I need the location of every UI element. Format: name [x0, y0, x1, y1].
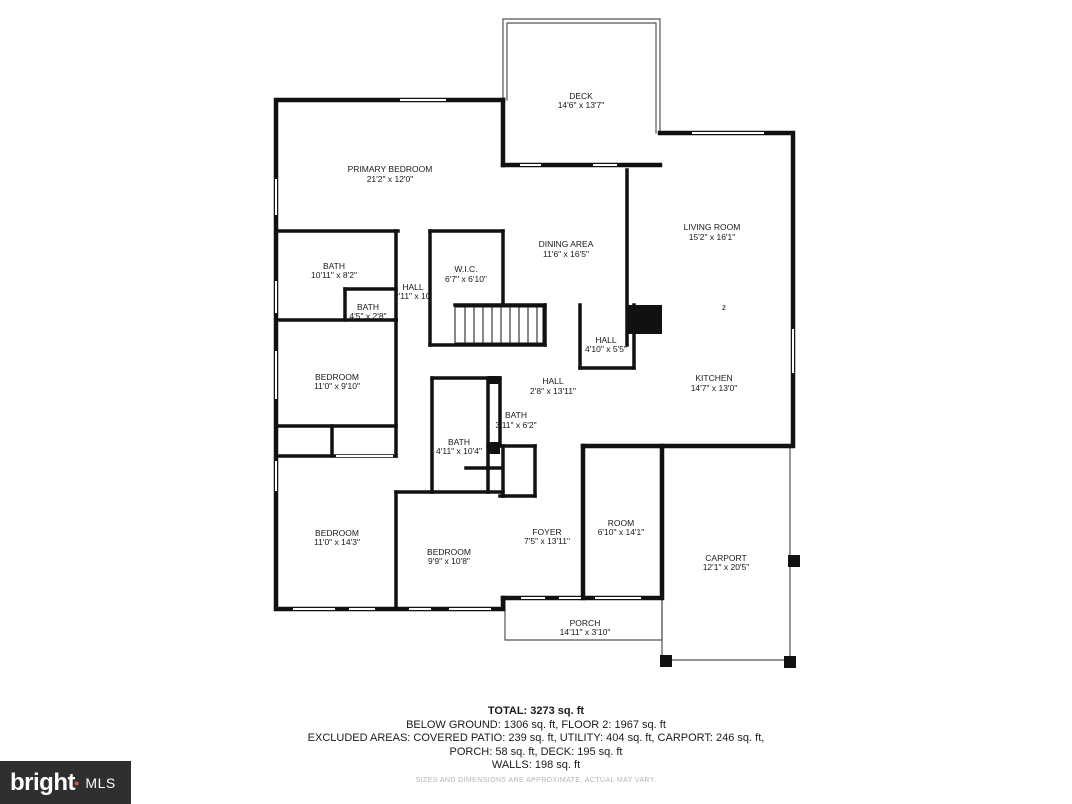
windows [275, 99, 794, 610]
room-dims-bath-small: 4'5" x 2'8" [349, 311, 386, 321]
room-dims-bedroom-sw: 11'0" x 14'3" [314, 537, 360, 547]
room-name-dining-area: DINING AREA [539, 239, 594, 249]
room-name-deck: DECK [569, 91, 593, 101]
room-name-bath-lower: BATH [448, 437, 470, 447]
column-posts [488, 376, 800, 668]
room-name-carport: CARPORT [705, 553, 746, 563]
room-name-bedroom-sw: BEDROOM [315, 528, 359, 538]
room-dims-dining-area: 11'6" x 16'5" [543, 249, 589, 259]
room-name-bedroom-mid: BEDROOM [315, 372, 359, 382]
room-dims-hall-north: 2'11" x 10' [394, 291, 433, 301]
summary-line-1: BELOW GROUND: 1306 sq. ft, FLOOR 2: 1967… [406, 718, 666, 731]
room-labels: DECK 14'6" x 13'7" PRIMARY BEDROOM 21'2"… [311, 91, 749, 637]
stairs [454, 306, 544, 344]
logo-suffix: MLS [85, 774, 116, 791]
room-name-foyer: FOYER [532, 527, 561, 537]
porch-outline [504, 599, 663, 641]
bright-mls-logo: bright● MLS [0, 761, 131, 804]
deck-outline [502, 18, 661, 134]
room-name-hall-north: HALL [402, 282, 424, 292]
area-summary: TOTAL: 3273 sq. ft BELOW GROUND: 1306 sq… [0, 705, 1072, 773]
floor-plan: DECK 14'6" x 13'7" PRIMARY BEDROOM 21'2"… [273, 18, 800, 668]
room-name-hall-center: HALL [595, 335, 617, 345]
room-name-room: ROOM [608, 518, 634, 528]
logo-dot-icon: ● [73, 777, 80, 788]
room-name-bath-upper: BATH [323, 261, 345, 271]
room-dims-living-room: 15'2" x 16'1" [689, 232, 736, 242]
room-dims-hall-center: 4'10" x 5'5" [585, 344, 627, 354]
disclaimer: SIZES AND DIMENSIONS ARE APPROXIMATE, AC… [415, 777, 657, 784]
interior-walls [274, 168, 636, 611]
summary-line-4: WALLS: 198 sq. ft [491, 759, 581, 772]
room-dims-bath-upper: 10'11" x 8'2" [311, 270, 357, 280]
room-dims-bedroom-s: 9'9" x 10'8" [428, 556, 470, 566]
room-name-kitchen: KITCHEN [695, 373, 732, 383]
room-dims-bath-center: 3'11" x 6'2" [495, 420, 536, 430]
room-name-primary-bedroom: PRIMARY BEDROOM [348, 164, 433, 174]
room-name-porch: PORCH [570, 618, 601, 628]
total-area: TOTAL: 3273 sq. ft [487, 705, 585, 717]
summary-line-3: PORCH: 58 sq. ft, DECK: 195 sq. ft [449, 745, 623, 758]
room-dims-carport: 12'1" x 20'5" [703, 562, 750, 572]
room-dims-hall-long: 2'8" x 13'11" [530, 386, 576, 396]
room-name-wic: W.I.C. [454, 264, 477, 274]
logo-word: bright [10, 768, 75, 796]
room-name-bath-center: BATH [505, 410, 527, 420]
room-dims-foyer: 7'5" x 13'11" [524, 536, 570, 546]
room-name-bedroom-s: BEDROOM [427, 547, 471, 557]
room-name-living-room: LIVING ROOM [684, 222, 741, 232]
room-dims-bath-lower: 4'11" x 10'4" [436, 446, 482, 456]
room-dims-deck: 14'6" x 13'7" [558, 100, 605, 110]
compass-mark: z [722, 302, 726, 312]
room-name-bath-small: BATH [357, 302, 379, 312]
room-dims-porch: 14'11" x 3'10" [560, 627, 611, 637]
fireplace [626, 305, 662, 334]
room-dims-kitchen: 14'7" x 13'0" [691, 383, 738, 393]
room-name-hall-long: HALL [542, 376, 564, 386]
room-dims-wic: 6'7" x 6'10" [445, 274, 487, 284]
room-dims-bedroom-mid: 11'0" x 9'10" [314, 381, 360, 391]
summary-line-2: EXCLUDED AREAS: COVERED PATIO: 239 sq. f… [307, 732, 765, 745]
room-dims-room: 6'10" x 14'1" [598, 527, 645, 537]
room-dims-primary-bedroom: 21'2" x 12'0" [367, 174, 414, 184]
